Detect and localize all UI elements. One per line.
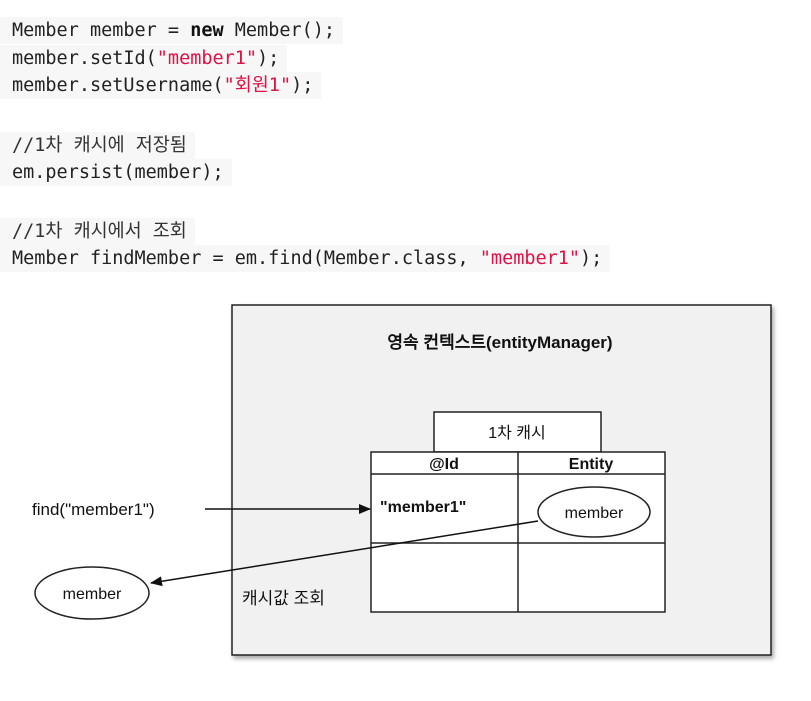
code-line: em.persist(member); (0, 159, 232, 186)
code-comment: //1차 캐시에 저장됨 (12, 135, 187, 156)
cache-label: 1차 캐시 (488, 424, 546, 442)
code-keyword: new (190, 20, 224, 41)
code-line: Member findMember = em.find(Member.class… (0, 245, 611, 272)
code-string: "member1" (156, 48, 258, 69)
find-call-label: find("member1") (32, 500, 155, 519)
cache-return-arrow (150, 520, 539, 587)
code-token: member.setUsername( (12, 75, 224, 96)
cache-label-box (433, 411, 602, 453)
code-token: member.setId( (12, 48, 157, 69)
code-token: Member member = (12, 20, 191, 41)
code-token: Member(); (223, 20, 336, 41)
code-line: //1차 캐시에 저장됨 (0, 132, 195, 159)
code-string: "회원1" (223, 75, 292, 96)
code-token: ); (257, 48, 280, 69)
cached-entity-label: member (565, 505, 624, 522)
code-string: "member1" (479, 248, 581, 269)
code-token: Member findMember = em.find(Member.class… (12, 248, 480, 269)
cache-row-id: "member1" (380, 499, 466, 516)
code-token: ); (291, 75, 314, 96)
code-line: //1차 캐시에서 조회 (0, 218, 195, 245)
code-token: em.persist(member); (12, 162, 224, 183)
context-title: 영속 컨텍스트(entityManager) (387, 333, 612, 352)
cache-lookup-label: 캐시값 조회 (242, 589, 325, 608)
result-entity-label: member (63, 586, 122, 603)
code-token: ); (580, 248, 603, 269)
column-header-id: @Id (429, 456, 459, 473)
column-header-entity: Entity (569, 456, 614, 473)
code-comment: //1차 캐시에서 조회 (12, 221, 187, 242)
code-line: Member member = new Member(); (0, 17, 344, 44)
code-line: member.setId("member1"); (0, 45, 288, 72)
code-line: member.setUsername("회원1"); (0, 72, 322, 99)
cached-entity-ellipse (537, 486, 651, 538)
result-entity-ellipse (34, 566, 150, 620)
